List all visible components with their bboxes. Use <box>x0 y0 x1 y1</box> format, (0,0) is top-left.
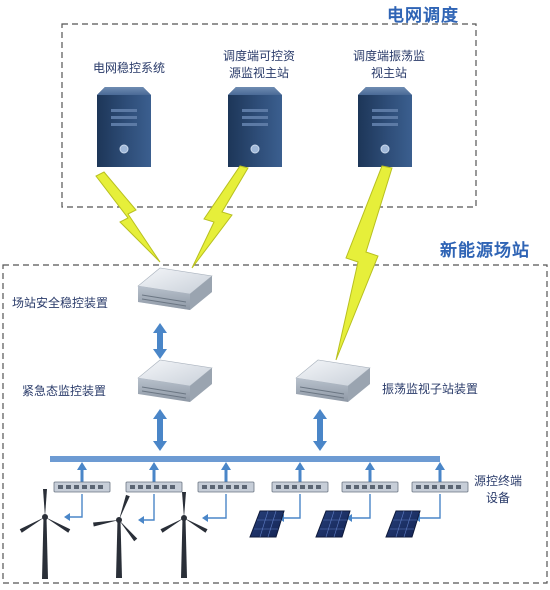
terminal-port <box>300 485 305 489</box>
solar-panel-icon <box>385 510 421 538</box>
device-link <box>144 494 155 521</box>
bus-bar <box>50 456 440 462</box>
device-link <box>420 494 441 519</box>
lightning-link-icon <box>95 171 161 263</box>
wind-turbine-icon <box>160 492 208 578</box>
grid-dispatch-region <box>61 23 477 208</box>
terminal-port <box>386 485 391 489</box>
terminal-port <box>162 485 167 489</box>
bus-link <box>438 466 442 482</box>
bus-link <box>368 466 372 482</box>
terminal-port <box>424 485 429 489</box>
terminal-port <box>98 485 103 489</box>
terminal-label-2: 设备 <box>485 491 510 505</box>
bus-link-arrowhead <box>221 462 231 470</box>
terminal-port <box>448 485 453 489</box>
wind-turbine-icon <box>93 494 138 578</box>
bus-link <box>80 466 84 482</box>
terminal-port <box>234 485 239 489</box>
device-link-arrowhead <box>346 514 352 522</box>
terminal-port <box>440 485 445 489</box>
rack-appliance-icon <box>137 267 213 310</box>
device-link-arrowhead <box>202 514 208 522</box>
device-link <box>352 494 371 519</box>
device-link-arrowhead <box>138 516 144 524</box>
terminal-port <box>82 485 87 489</box>
rack-appliance-icon <box>137 359 213 402</box>
terminal-port <box>292 485 297 489</box>
controllable-resource-label-1: 调度端可控资 <box>222 49 295 63</box>
rack-appliance-icon <box>295 359 371 402</box>
terminal-port <box>210 485 215 489</box>
terminal-port <box>456 485 461 489</box>
terminal-port <box>346 485 351 489</box>
terminal-port <box>370 485 375 489</box>
double-arrow-connector <box>153 409 167 451</box>
bus-link-arrowhead <box>295 462 305 470</box>
terminal-label-1: 源控终端 <box>473 474 522 488</box>
terminal-port <box>432 485 437 489</box>
bus-link-arrowhead <box>77 462 87 470</box>
terminal-port <box>362 485 367 489</box>
terminal-port <box>130 485 135 489</box>
terminal-port <box>354 485 359 489</box>
server-tower-icon <box>228 87 282 167</box>
station-stability-label: 场站安全稳控装置 <box>12 296 109 310</box>
solar-panel-icon <box>249 510 285 538</box>
bus-link <box>224 466 228 482</box>
grid-dispatch-title: 电网调度 <box>387 6 459 26</box>
lightning-link-icon <box>191 165 249 269</box>
grid-stability-label: 电网稳控系统 <box>92 61 165 75</box>
terminal-port <box>378 485 383 489</box>
terminal-port <box>66 485 71 489</box>
terminal-port <box>138 485 143 489</box>
terminal-port <box>276 485 281 489</box>
terminal-port <box>308 485 313 489</box>
oscillation-substation-label: 振荡监视子站装置 <box>382 382 479 396</box>
terminal-port <box>58 485 63 489</box>
bus-link <box>298 466 302 482</box>
oscillation-master-label-2: 视主站 <box>370 66 407 80</box>
emergency-control-label: 紧急态监控装置 <box>22 384 107 398</box>
oscillation-master-label-1: 调度端振荡监 <box>352 49 425 63</box>
wind-turbine-icon <box>19 489 71 579</box>
terminal-port <box>90 485 95 489</box>
bus-link-arrowhead <box>435 462 445 470</box>
server-tower-icon <box>358 87 412 167</box>
device-link <box>208 494 227 519</box>
terminal-port <box>316 485 321 489</box>
bus-link-arrowhead <box>365 462 375 470</box>
terminal-port <box>226 485 231 489</box>
device-link <box>284 494 301 519</box>
terminal-port <box>170 485 175 489</box>
server-tower-icon <box>97 87 151 167</box>
double-arrow-connector <box>313 409 327 451</box>
solar-panel-icon <box>315 510 351 538</box>
terminal-port <box>74 485 79 489</box>
lightning-link-icon <box>335 165 393 361</box>
terminal-port <box>242 485 247 489</box>
bus-link-arrowhead <box>149 462 159 470</box>
terminal-port <box>284 485 289 489</box>
terminal-port <box>202 485 207 489</box>
new-energy-station-region <box>2 264 548 584</box>
new-energy-station-title: 新能源场站 <box>440 241 530 261</box>
double-arrow-connector <box>153 323 167 359</box>
terminal-port <box>416 485 421 489</box>
device-link-arrowhead <box>64 513 70 521</box>
controllable-resource-label-2: 源监视主站 <box>228 66 289 80</box>
terminal-port <box>146 485 151 489</box>
terminal-port <box>218 485 223 489</box>
device-link <box>70 494 83 518</box>
terminal-row <box>53 462 469 524</box>
bus-link <box>152 466 156 482</box>
terminal-port <box>154 485 159 489</box>
